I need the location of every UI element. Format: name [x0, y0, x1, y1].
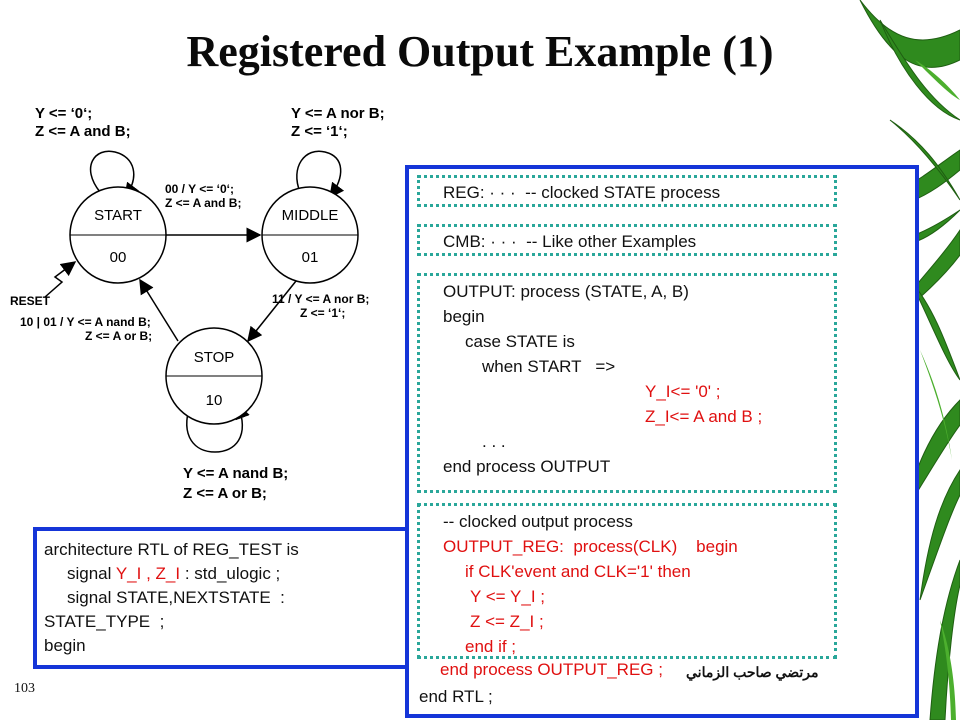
middle-self-loop: [296, 150, 345, 199]
edge-stop-start-label-2: Z <= A or B;: [85, 329, 152, 343]
middle-state-code: 01: [302, 249, 319, 266]
reg-line: REG: · · · -- clocked STATE process: [443, 183, 721, 202]
reg-process-box: REG: · · · -- clocked STATE process: [417, 175, 837, 207]
arch-line-2-suffix: : std_ulogic ;: [180, 564, 281, 583]
clocked-line-3: if CLK'event and CLK='1' then: [465, 562, 691, 581]
start-state-node: START 00: [69, 186, 167, 284]
clocked-line-7: end process OUTPUT_REG ;: [440, 660, 663, 679]
stop-loop-action-2: Z <= A or B;: [183, 485, 267, 502]
start-self-loop: [89, 150, 140, 199]
output-line-3: case STATE is: [465, 332, 575, 351]
cmb-line: CMB: · · · -- Like other Examples: [443, 232, 697, 251]
output-line-4: when START =>: [482, 357, 616, 376]
arch-line-2: signal Y_I , Z_I : std_ulogic ;: [67, 564, 280, 584]
code-panel: REG: · · · -- clocked STATE process CMB:…: [405, 165, 919, 718]
edge-middle-stop-label-1: 11 / Y <= A nor B;: [272, 292, 369, 306]
architecture-box: architecture RTL of REG_TEST is signal Y…: [33, 527, 405, 669]
reset-label: RESET: [10, 294, 51, 308]
edge-stop-start-label-1: 10 | 01 / Y <= A nand B;: [20, 315, 151, 329]
clocked-line-6: end if ;: [465, 637, 517, 656]
start-state-code: 00: [110, 249, 127, 266]
stop-state-code: 10: [206, 392, 223, 409]
edge-middle-stop-label-2: Z <= ‘1‘;: [300, 306, 345, 320]
end-rtl-line: end RTL ;: [419, 687, 493, 706]
start-state-name: START: [94, 207, 142, 224]
output-line-1: OUTPUT: process (STATE, A, B): [443, 282, 689, 301]
middle-state-node: MIDDLE 01: [261, 186, 359, 284]
output-line-5: Y_I<= '0' ;: [645, 382, 721, 401]
arch-line-2-prefix: signal: [67, 564, 116, 583]
arch-line-1: architecture RTL of REG_TEST is: [44, 540, 299, 559]
clocked-line-5: Z <= Z_I ;: [470, 612, 544, 631]
clocked-line-2: OUTPUT_REG: process(CLK) begin: [443, 537, 738, 556]
clocked-line-1: -- clocked output process: [443, 512, 633, 531]
output-line-7: . . .: [482, 432, 506, 451]
start-loop-action-2: Z <= A and B;: [35, 123, 131, 140]
cmb-process-box: CMB: · · · -- Like other Examples: [417, 224, 837, 256]
output-line-8: end process OUTPUT: [443, 457, 611, 476]
author-name: مرتضي صاحب الزماني: [686, 664, 819, 680]
stop-loop-action-1: Y <= A nand B;: [183, 465, 288, 482]
arch-line-3: signal STATE,NEXTSTATE :: [67, 588, 285, 607]
arch-line-4: STATE_TYPE ;: [44, 612, 165, 631]
edge-middle-to-stop: [247, 280, 297, 343]
output-line-6: Z_I<= A and B ;: [645, 407, 763, 426]
state-diagram: Y <= ‘0‘; Z <= A and B; Y <= A nor B; Z …: [10, 105, 385, 502]
stop-self-loop: [186, 403, 250, 453]
page-number: 103: [14, 681, 35, 696]
arch-line-2-signals: Y_I , Z_I: [115, 564, 181, 583]
arch-line-5: begin: [44, 636, 86, 655]
stop-state-name: STOP: [194, 349, 235, 366]
slide-title: Registered Output Example (1): [186, 27, 774, 76]
output-process-box: OUTPUT: process (STATE, A, B) begin case…: [417, 273, 837, 493]
clocked-output-box: -- clocked output process OUTPUT_REG: pr…: [417, 503, 837, 659]
stop-state-node: STOP 10: [165, 327, 263, 425]
middle-state-name: MIDDLE: [282, 207, 339, 224]
edge-start-middle-label-2: Z <= A and B;: [165, 196, 241, 210]
edge-start-middle-label-1: 00 / Y <= ‘0‘;: [165, 182, 234, 196]
output-line-2: begin: [443, 307, 485, 326]
middle-loop-action-1: Y <= A nor B;: [291, 105, 385, 122]
start-loop-action-1: Y <= ‘0‘;: [35, 105, 92, 122]
edge-stop-to-start: [139, 278, 179, 342]
clocked-line-4: Y <= Y_I ;: [470, 587, 545, 606]
middle-loop-action-2: Z <= ‘1‘;: [291, 123, 348, 140]
reset-arrow: [44, 261, 77, 298]
